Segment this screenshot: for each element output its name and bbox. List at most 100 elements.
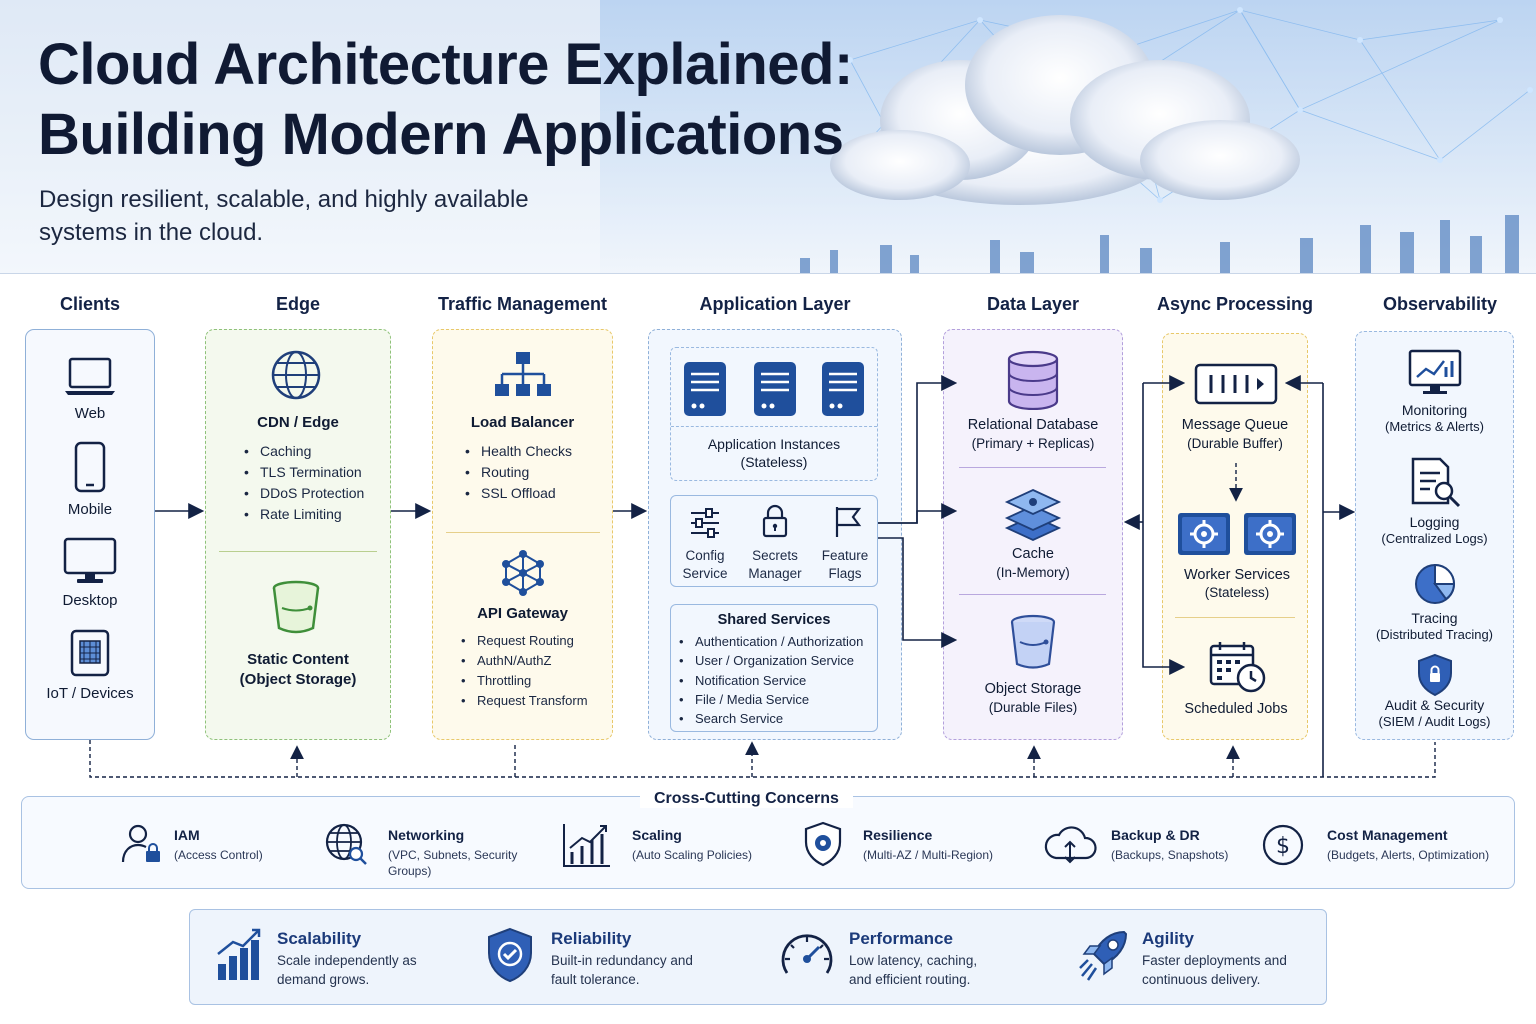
list-item: Request Routing [461,631,611,651]
worker-services-title: Worker Services [1183,567,1291,583]
static-content-subtitle: (Object Storage) [239,671,357,688]
cost-management-name: Cost Management [1327,827,1448,843]
sliders-icon [688,506,722,540]
resilience-name: Resilience [863,827,933,843]
page-title: Cloud Architecture Explained: Building M… [38,30,853,170]
cost-management-desc: (Budgets, Alerts, Optimization) [1327,848,1490,862]
shield-gear-icon [803,821,843,867]
user-lock-icon [121,823,163,865]
list-item: Caching [244,441,384,462]
header-banner: Cloud Architecture Explained: Building M… [0,0,1536,274]
cdn-title: CDN / Edge [257,414,339,431]
hierarchy-icon [494,350,552,400]
network-icon [499,549,547,597]
laptop-icon [64,355,116,397]
scaling-desc: (Auto Scaling Policies) [632,848,753,862]
title-line-2: Building Modern Applications [38,102,844,167]
data-heading: Data Layer [986,294,1080,314]
flag-icon [833,505,863,539]
message-queue-subtitle: (Durable Buffer) [1187,436,1283,451]
gear-icon [1176,511,1298,557]
client-web-label: Web [74,405,106,422]
lock-icon [762,504,788,538]
iam-name: IAM [174,827,200,843]
list-item: SSL Offload [465,483,605,504]
database-subtitle: (Primary + Replicas) [971,436,1095,451]
smartphone-icon [74,441,106,493]
tracing-subtitle: (Distributed Tracing) [1375,627,1494,642]
divider [671,426,877,427]
chip-icon [69,628,111,678]
list-item: Notification Service [679,671,877,690]
chart-monitor-icon [1408,349,1462,397]
list-item: DDoS Protection [244,483,384,504]
list-item: Health Checks [465,441,605,462]
list-item: User / Organization Service [679,651,877,670]
scheduled-jobs-title: Scheduled Jobs [1184,701,1288,717]
backup-dr-name: Backup & DR [1111,827,1200,843]
cache-title: Cache [1012,546,1054,562]
monitoring-subtitle: (Metrics & Alerts) [1385,419,1484,434]
message-queue-title: Message Queue [1181,417,1289,433]
client-mobile-label: Mobile [67,501,113,518]
pie-icon [1413,562,1457,606]
monitor-icon [63,537,117,585]
load-balancer-title: Load Balancer [470,414,575,431]
clients-panel [25,329,155,740]
calendar-clock-icon [1209,640,1267,694]
agility-name: Agility [1142,929,1194,948]
object-storage-title: Object Storage [984,681,1082,697]
networking-name: Networking [388,827,465,843]
worker-services-subtitle: (Stateless) [1204,585,1270,600]
database-icon [1006,350,1060,410]
list-item: File / Media Service [679,690,877,709]
globe-search-icon [324,822,368,866]
divider [959,467,1106,468]
edge-heading: Edge [275,294,320,314]
object-storage-subtitle: (Durable Files) [988,700,1078,715]
client-iot-label: IoT / Devices [46,685,134,702]
reliability-desc: Built-in redundancy and fault tolerance. [551,953,693,987]
bucket-icon [270,580,322,636]
list-item: Routing [465,462,605,483]
platform-tools-group [670,495,878,587]
page-subtitle: Design resilient, scalable, and highly a… [39,186,529,246]
cloud-sync-icon [1042,824,1098,866]
divider [446,532,600,533]
cdn-feature-list: Caching TLS Termination DDoS Protection … [244,441,384,525]
list-item: Throttling [461,671,611,691]
observability-heading: Observability [1382,294,1498,314]
cross-cutting-panel [21,796,1515,889]
divider [219,551,377,552]
layers-icon [1004,486,1062,542]
title-line-1: Cloud Architecture Explained: [38,32,853,97]
performance-name: Performance [849,929,953,948]
shield-icon [1416,653,1454,697]
log-search-icon [1410,457,1462,509]
logging-subtitle: (Centralized Logs) [1381,531,1488,546]
app-heading: Application Layer [699,294,851,314]
gateway-feature-list: Request Routing AuthN/AuthZ Throttling R… [461,631,611,711]
divider [959,594,1106,595]
clients-heading: Clients [59,294,120,314]
logging-title: Logging [1409,514,1460,530]
async-heading: Async Processing [1156,294,1314,314]
app-instances-subtitle: (Stateless) [740,454,808,470]
scalability-name: Scalability [277,929,362,948]
list-item: Request Transform [461,691,611,711]
queue-icon [1194,363,1278,405]
database-title: Relational Database [967,417,1099,433]
svg-text:$: $ [1276,834,1290,859]
agility-desc: Faster deployments and continuous delive… [1142,953,1287,987]
performance-desc: Low latency, caching, and efficient rout… [849,953,978,987]
scaling-name: Scaling [632,827,682,843]
list-item: AuthN/AuthZ [461,651,611,671]
audit-subtitle: (SIEM / Audit Logs) [1378,714,1491,729]
bar-growth-icon [215,926,263,982]
divider [1175,617,1295,618]
monitoring-title: Monitoring [1401,402,1468,418]
traffic-heading: Traffic Management [437,294,608,314]
